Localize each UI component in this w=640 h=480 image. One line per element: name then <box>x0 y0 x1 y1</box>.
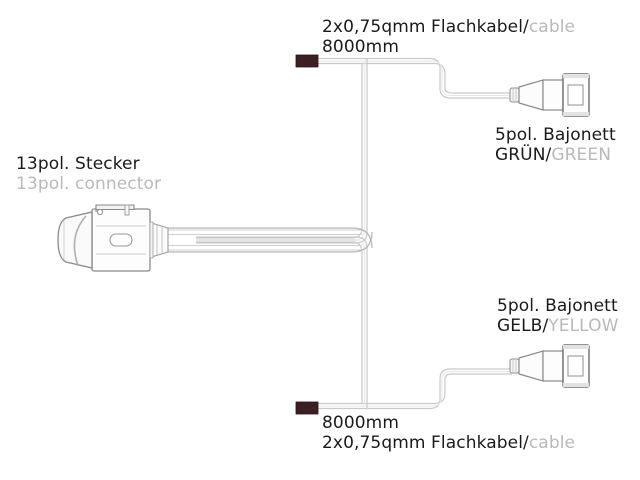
connector-bajonett-yellow <box>509 344 590 388</box>
label-top-cable: 2x0,75qmm Flachkabel/cable 8000mm <box>322 17 576 57</box>
bottom-cable-spec-de: 2x0,75qmm Flachkabel <box>322 432 524 453</box>
label-yellow-connector: 5pol. Bajonett GELB/YELLOW <box>497 296 619 337</box>
bottom-cable-inner <box>318 371 512 407</box>
green-connector-color-de: GRÜN <box>495 144 546 165</box>
yellow-bayonet-slot <box>567 355 584 377</box>
green-connector-type: 5pol. Bajonett <box>495 125 616 145</box>
main-trunk-outline <box>168 227 373 253</box>
green-connector-separator: / <box>545 144 552 165</box>
yellow-connector-color-de: GELB <box>497 315 543 336</box>
main-connector-name-en: 13pol. connector <box>16 173 162 194</box>
connector-bajonett-green <box>509 73 590 117</box>
top-cable-path <box>318 57 512 99</box>
connector-13pol <box>57 204 169 272</box>
yellow-connector-color-line: GELB/YELLOW <box>497 315 619 337</box>
label-green-connector: 5pol. Bajonett GRÜN/GREEN <box>495 125 616 166</box>
green-bayonet-slot <box>567 84 584 106</box>
label-main-connector: 13pol. Stecker 13pol. connector <box>16 154 162 194</box>
green-grommet <box>509 87 520 103</box>
main-connector-name-de: 13pol. Stecker <box>16 154 140 174</box>
connector-13pol-window <box>109 233 133 247</box>
bottom-cable-spec-en: cable <box>528 432 576 453</box>
trunk-upper-branch-inner <box>196 61 365 241</box>
green-connector-color-line: GRÜN/GREEN <box>495 144 616 166</box>
main-trunk-bundle <box>168 229 362 251</box>
green-barrel <box>542 79 564 111</box>
top-cable-spec-line: 2x0,75qmm Flachkabel/cable <box>322 17 576 38</box>
bottom-cable-spec-line: 2x0,75qmm Flachkabel/cable <box>322 432 576 454</box>
top-cable-inner <box>318 60 512 96</box>
top-cable-spec-de: 2x0,75qmm Flachkabel <box>322 17 524 37</box>
yellow-cone-body <box>518 350 544 382</box>
top-cable-endcap <box>295 54 319 68</box>
top-cable-length: 8000mm <box>322 36 399 57</box>
connector-13pol-pivot <box>96 208 104 216</box>
bottom-cable-path <box>318 368 512 410</box>
top-cable-separator: / <box>523 17 529 37</box>
trunk-lower-branch-inner <box>196 239 365 406</box>
yellow-barrel <box>542 350 564 382</box>
bottom-cable-length: 8000mm <box>322 413 399 433</box>
green-connector-color-en: GREEN <box>551 144 612 165</box>
bottom-cable-separator: / <box>523 432 529 453</box>
green-cone-body <box>518 79 544 111</box>
yellow-connector-type: 5pol. Bajonett <box>497 296 618 316</box>
yellow-connector-separator: / <box>542 315 549 336</box>
top-cable-spec-en: cable <box>528 17 576 37</box>
yellow-grommet <box>509 358 520 374</box>
trunk-upper-branch <box>196 58 368 244</box>
yellow-connector-color-en: YELLOW <box>548 315 619 336</box>
connector-13pol-shroud-curve <box>73 215 87 267</box>
label-bottom-cable: 8000mm 2x0,75qmm Flachkabel/cable <box>322 413 576 454</box>
trunk-lower-branch <box>196 236 368 409</box>
bottom-cable-endcap <box>295 401 319 415</box>
